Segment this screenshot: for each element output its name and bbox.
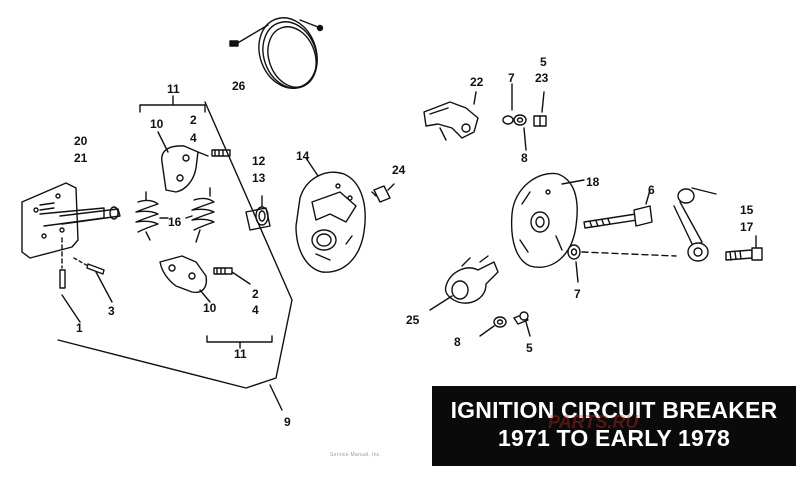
coiled-wire-part xyxy=(229,17,324,89)
weight-pin-bottom-part xyxy=(213,267,251,285)
callout-2-top: 2 xyxy=(190,113,197,127)
footer-text: Service Manual, Inc. xyxy=(330,452,382,458)
long-bolt-part xyxy=(583,189,653,229)
cam-bushing-part xyxy=(245,195,271,231)
callout-1: 1 xyxy=(76,321,83,335)
advance-springs-part xyxy=(135,187,215,243)
advance-weight-top-part xyxy=(157,131,209,193)
small-pin-part xyxy=(73,257,113,303)
title-box: IGNITION CIRCUIT BREAKER 1971 TO EARLY 1… xyxy=(432,386,796,466)
callout-24: 24 xyxy=(392,163,406,177)
callout-3: 3 xyxy=(108,304,115,318)
callout-25: 25 xyxy=(406,313,420,327)
callout-8-bottom: 8 xyxy=(454,335,461,349)
callout-4-bottom: 4 xyxy=(252,303,259,317)
callout-17: 17 xyxy=(740,220,754,234)
callout-6: 6 xyxy=(648,183,655,197)
advance-weight-bottom-part xyxy=(159,255,211,303)
callout-10-top: 10 xyxy=(150,117,164,131)
lower-screw-washer-set xyxy=(479,311,531,337)
callout-11-top: 11 xyxy=(167,82,180,96)
bracket-top xyxy=(139,95,206,113)
callout-26: 26 xyxy=(232,79,246,93)
callout-11-bottom: 11 xyxy=(234,347,247,361)
callout-10-bottom: 10 xyxy=(203,301,217,315)
upper-screw-washer-set xyxy=(502,83,547,151)
callout-9: 9 xyxy=(284,415,291,429)
contact-points-part xyxy=(423,91,479,141)
callout-7-middle: 7 xyxy=(574,287,581,301)
callout-18: 18 xyxy=(586,175,600,189)
callout-14: 14 xyxy=(296,149,310,163)
callout-13: 13 xyxy=(252,171,266,185)
assembly-outline xyxy=(57,101,293,411)
bracket-bottom xyxy=(206,335,273,349)
callout-4-top: 4 xyxy=(190,131,197,145)
washer-part xyxy=(567,244,677,283)
pin-part xyxy=(59,237,81,323)
breaker-plate-part xyxy=(295,157,366,273)
weight-pin-top-part xyxy=(211,149,231,157)
callout-15: 15 xyxy=(740,203,754,217)
callout-23: 23 xyxy=(535,71,549,85)
advance-link-part xyxy=(673,187,717,262)
callout-20: 20 xyxy=(74,134,88,148)
callout-7-top: 7 xyxy=(508,71,515,85)
callout-5-top: 5 xyxy=(540,55,547,69)
title-line-1: IGNITION CIRCUIT BREAKER xyxy=(450,397,778,423)
breaker-cam-plate-part xyxy=(21,182,121,259)
link-screw-part xyxy=(725,235,763,261)
callout-21: 21 xyxy=(74,151,88,165)
callout-8-top: 8 xyxy=(521,151,528,165)
callout-16: 16 xyxy=(168,215,182,229)
clip-part xyxy=(371,183,395,203)
title-line-2: 1971 TO EARLY 1978 xyxy=(497,425,731,451)
callout-2-bottom: 2 xyxy=(252,287,259,301)
condenser-part xyxy=(429,255,499,311)
callout-12: 12 xyxy=(252,154,266,168)
breaker-base-plate-part xyxy=(510,172,585,268)
callout-22: 22 xyxy=(470,75,484,89)
callout-5-bottom: 5 xyxy=(526,341,533,355)
